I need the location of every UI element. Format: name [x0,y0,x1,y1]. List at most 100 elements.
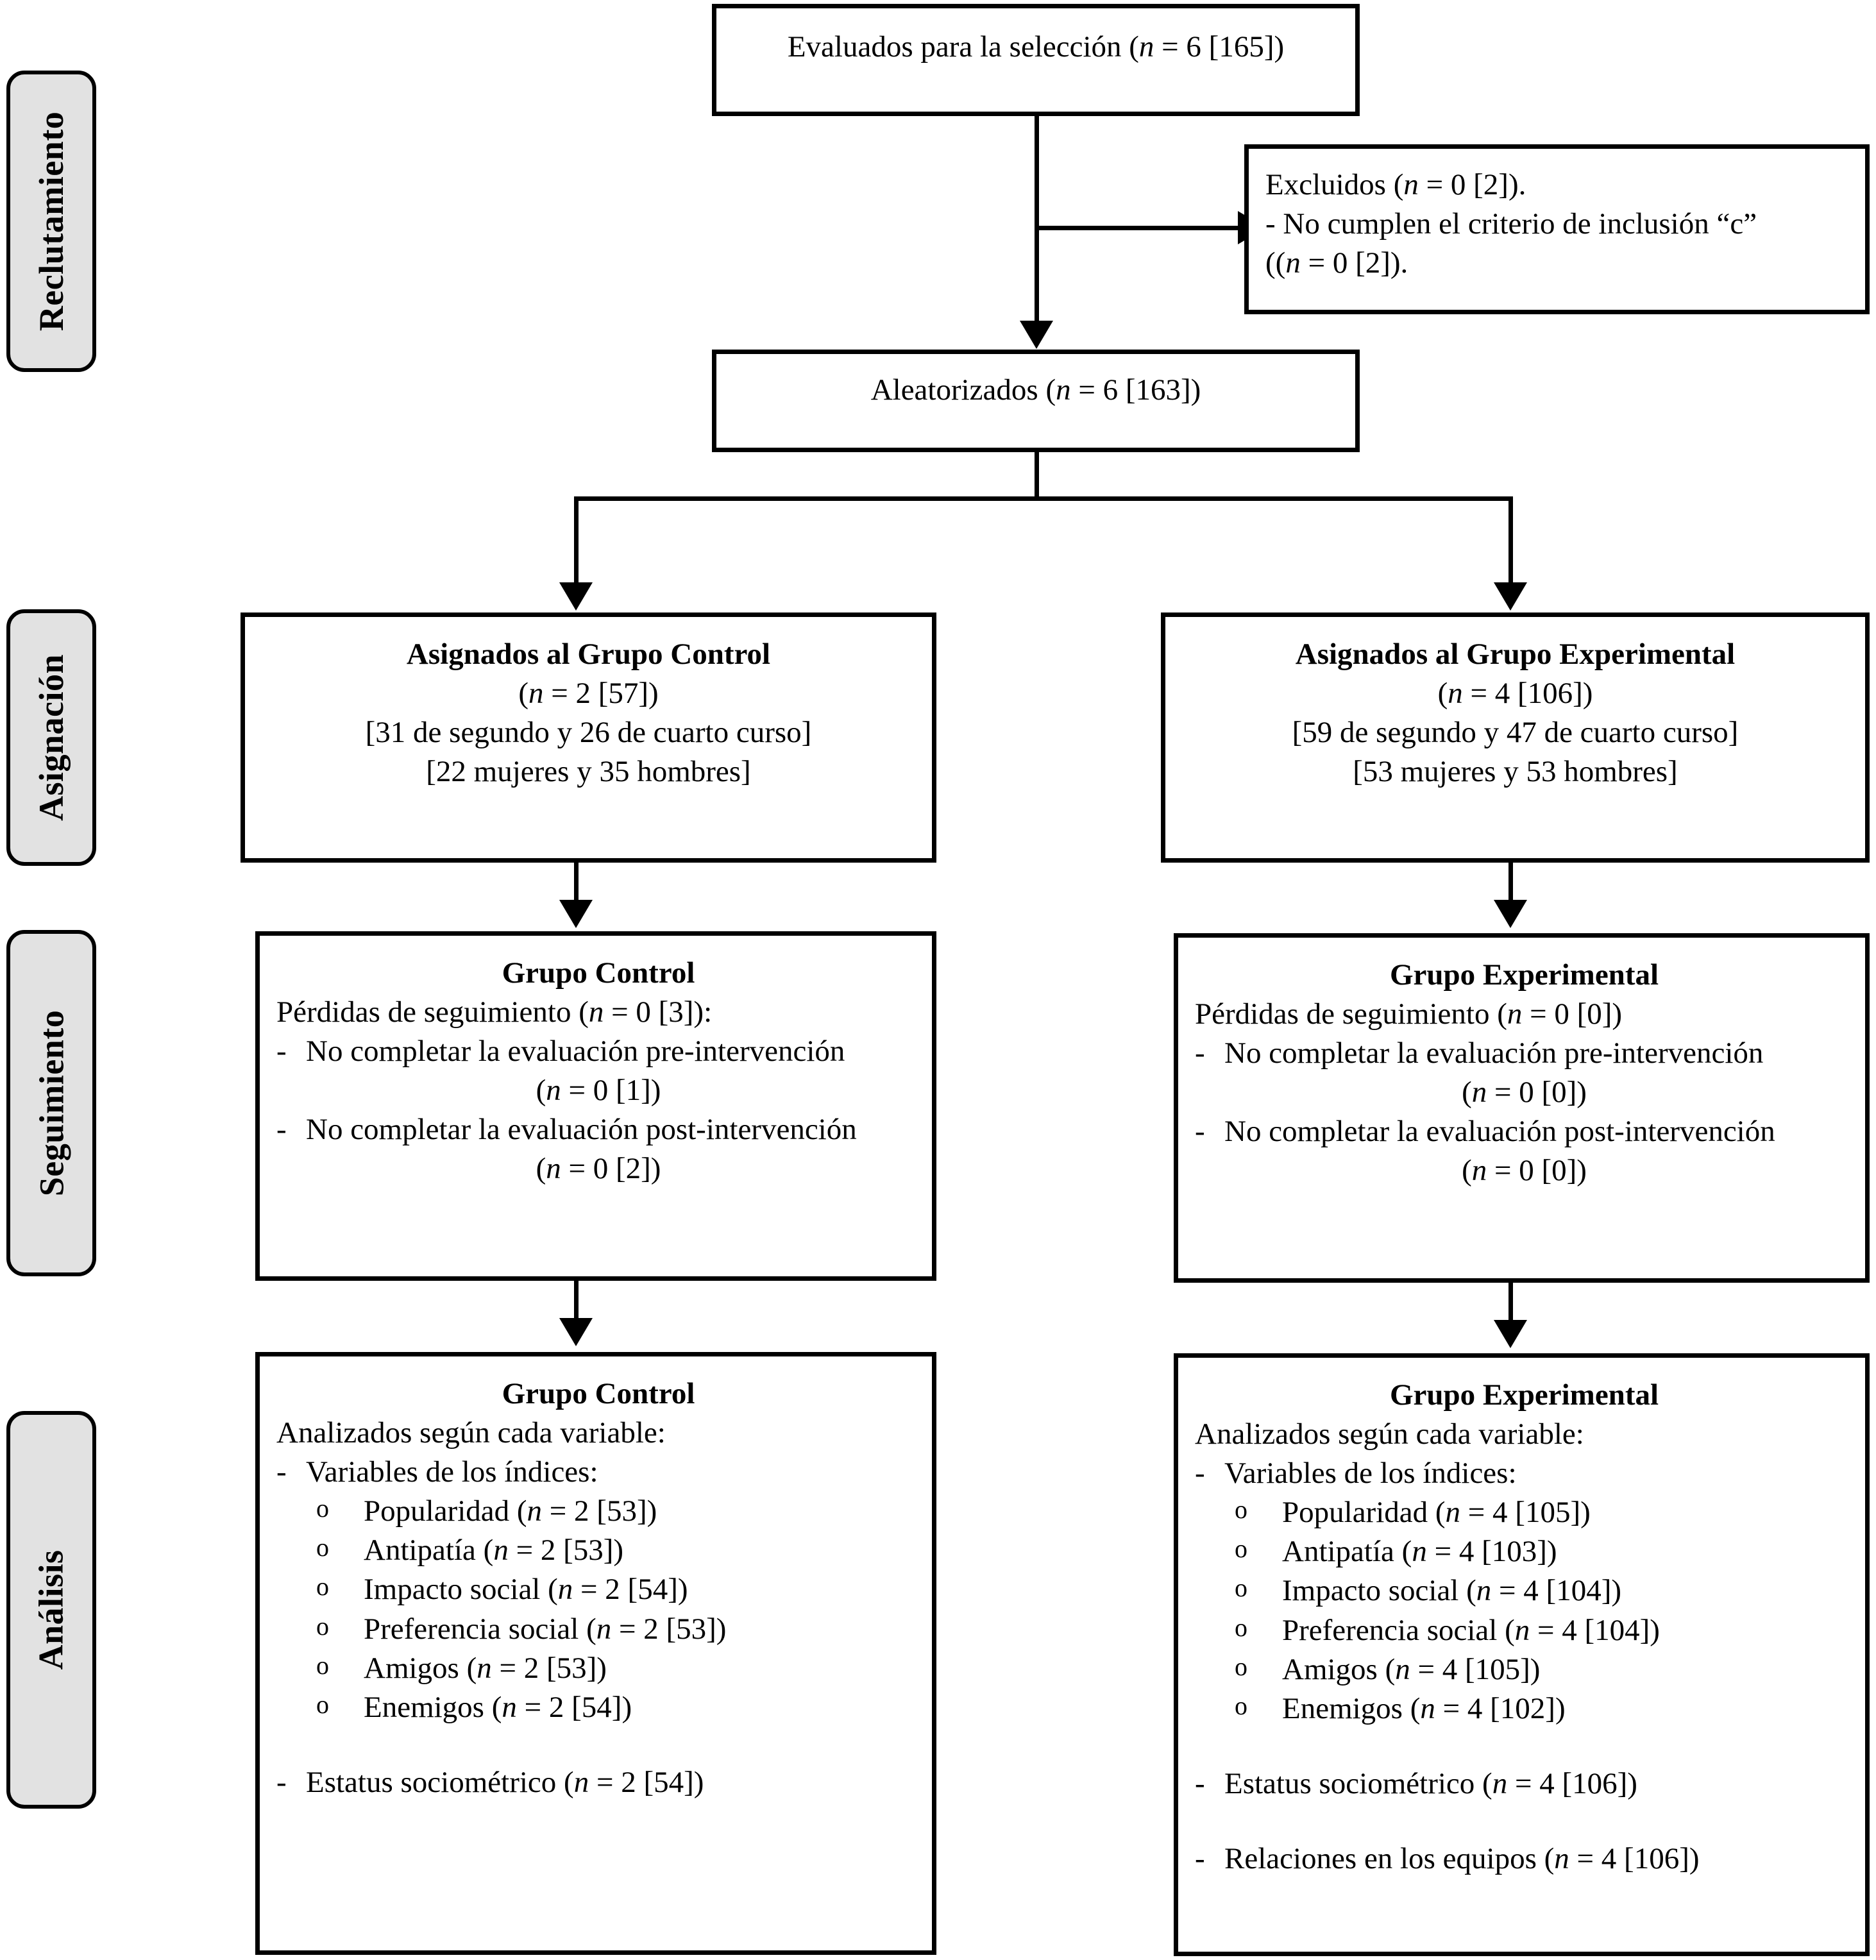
analysis-control-item-text: Impacto social (n = 2 [54]) [364,1573,688,1607]
followup-experimental-item-1: - No completar la evaluación pre-interve… [1195,1034,1854,1073]
allocation-experimental-n: (n = 4 [106]) [1437,677,1593,711]
circle-bullet-icon: o [316,1689,329,1719]
analysis-experimental-title: Grupo Experimental [1389,1378,1659,1412]
dash-marker: - [1195,1766,1205,1800]
followup-control-item-2-text: No completar la evaluación post-interven… [306,1113,857,1147]
connector-experimental-followup-to-analysis [1508,1283,1513,1328]
phase-label-reclutamiento: Reclutamiento [6,71,96,372]
analysis-experimental-item-text: Impacto social (n = 4 [104]) [1282,1574,1621,1608]
excluded-line-3: ((n = 0 [2]). [1265,246,1408,280]
analysis-control-item: o Impacto social (n = 2 [54]) [276,1570,920,1609]
connector-randomized-stem [1035,452,1039,501]
analysis-control-title: Grupo Control [502,1377,695,1410]
analysis-control-extra-1: - Estatus sociométrico (n = 2 [54]) [276,1763,920,1802]
allocation-control-courses: [31 de segundo y 26 de cuarto curso] [365,716,812,750]
analysis-experimental-intro: Analizados según cada variable: [1195,1417,1584,1451]
circle-bullet-icon: o [316,1494,329,1523]
analysis-experimental-item-text: Antipatía (n = 4 [103]) [1282,1535,1557,1569]
circle-bullet-icon: o [1235,1691,1247,1720]
arrowhead-down-experimental-followup [1494,900,1527,928]
phase-label-text: Asignación [32,654,71,822]
allocation-experimental-title: Asignados al Grupo Experimental [1295,638,1736,671]
circle-bullet-icon: o [1235,1652,1247,1681]
analysis-control-extra-1-text: Estatus sociométrico (n = 2 [54]) [306,1765,704,1799]
phase-label-analisis: Análisis [6,1411,96,1809]
dash-marker: - [1195,1457,1205,1491]
phase-label-text: Reclutamiento [32,111,71,332]
arrowhead-down-experimental-allocation [1494,582,1527,611]
dash-marker: - [276,1765,287,1799]
box-evaluados-seleccion: Evaluados para la selección (n = 6 [165]… [712,4,1360,116]
randomized-text: Aleatorizados (n = 6 [163]) [870,373,1201,407]
phase-label-text: Seguimiento [32,1010,71,1197]
allocation-control-n: (n = 2 [57]) [518,677,659,711]
analysis-control-item-text: Amigos (n = 2 [53]) [364,1651,607,1685]
analysis-experimental-item: o Preferencia social (n = 4 [104]) [1195,1611,1854,1650]
connector-randomized-split [576,496,1512,501]
dash-marker: - [1195,1115,1205,1149]
connector-experimental-allocation-to-followup [1508,863,1513,908]
analysis-control-item-text: Popularidad (n = 2 [53]) [364,1494,657,1528]
analysis-control-section-text: Variables de los índices: [306,1455,598,1489]
analysis-control-item: o Preferencia social (n = 2 [53]) [276,1610,920,1649]
dash-marker: - [1195,1841,1205,1875]
allocation-control-title: Asignados al Grupo Control [406,638,771,671]
connector-control-followup-to-analysis [574,1281,579,1326]
followup-control-item-1-text: No completar la evaluación pre-intervenc… [306,1035,845,1069]
arrowhead-down-control-allocation [559,582,593,611]
circle-bullet-icon: o [1235,1573,1247,1603]
followup-experimental-item-1-text: No completar la evaluación pre-intervenc… [1224,1036,1764,1070]
box-asignados-grupo-control: Asignados al Grupo Control (n = 2 [57]) … [241,612,936,863]
phase-label-asignacion: Asignación [6,609,96,866]
analysis-control-section: - Variables de los índices: [276,1453,920,1492]
excluded-line-1: Excluidos (n = 0 [2]). [1265,168,1526,201]
analysis-control-item: o Enemigos (n = 2 [54]) [276,1688,920,1727]
followup-experimental-item-2-text: No completar la evaluación post-interven… [1224,1115,1775,1149]
analysis-experimental-item: o Impacto social (n = 4 [104]) [1195,1571,1854,1610]
followup-control-item-1: - No completar la evaluación pre-interve… [276,1032,920,1071]
box-excluidos: Excluidos (n = 0 [2]). - No cumplen el c… [1244,144,1870,314]
analysis-experimental-extra-1-text: Estatus sociométrico (n = 4 [106]) [1224,1766,1637,1800]
analysis-control-item: o Antipatía (n = 2 [53]) [276,1531,920,1570]
followup-control-item-2: - No completar la evaluación post-interv… [276,1110,920,1149]
analysis-experimental-extra-2: - Relaciones en los equipos (n = 4 [106]… [1195,1839,1854,1879]
excluded-line-2: - No cumplen el criterio de inclusión “c… [1265,207,1757,241]
dash-marker: - [1195,1036,1205,1070]
analysis-experimental-item: o Enemigos (n = 4 [102]) [1195,1689,1854,1728]
circle-bullet-icon: o [1235,1495,1247,1525]
followup-experimental-losses: Pérdidas de seguimiento (n = 0 [0]) [1195,997,1623,1031]
analysis-control-item: o Amigos (n = 2 [53]) [276,1649,920,1688]
analysis-experimental-extra-2-text: Relaciones en los equipos (n = 4 [106]) [1224,1841,1700,1875]
box-aleatorizados: Aleatorizados (n = 6 [163]) [712,350,1360,452]
arrowhead-down-experimental-analysis [1494,1320,1527,1348]
arrowhead-down-control-analysis [559,1318,593,1346]
allocation-control-gender: [22 mujeres y 35 hombres] [426,755,751,789]
circle-bullet-icon: o [316,1572,329,1601]
analysis-control-item-text: Enemigos (n = 2 [54]) [364,1690,632,1724]
phase-label-text: Análisis [32,1550,71,1670]
arrowhead-down-control-followup [559,900,593,928]
analysis-experimental-item-text: Amigos (n = 4 [105]) [1282,1652,1541,1686]
connector-screened-to-randomized [1035,116,1039,325]
arrowhead-down-randomized [1020,321,1053,349]
circle-bullet-icon: o [1235,1612,1247,1642]
connector-control-allocation-to-followup [574,863,579,908]
analysis-experimental-section: - Variables de los índices: [1195,1454,1854,1493]
analysis-experimental-item: o Antipatía (n = 4 [103]) [1195,1532,1854,1571]
followup-experimental-item-2: - No completar la evaluación post-interv… [1195,1112,1854,1151]
screened-text: Evaluados para la selección (n = 6 [165]… [787,30,1285,63]
followup-experimental-item-2-n: (n = 0 [0]) [1462,1154,1587,1188]
phase-label-seguimiento: Seguimiento [6,930,96,1276]
box-analisis-grupo-experimental: Grupo Experimental Analizados según cada… [1174,1353,1870,1956]
box-asignados-grupo-experimental: Asignados al Grupo Experimental (n = 4 [… [1161,612,1870,863]
followup-experimental-item-1-n: (n = 0 [0]) [1462,1076,1587,1110]
box-seguimiento-grupo-experimental: Grupo Experimental Pérdidas de seguimien… [1174,933,1870,1283]
connector-to-excluded [1035,226,1243,230]
dash-marker: - [276,1035,287,1069]
connector-split-left [574,496,579,586]
dash-marker: - [276,1113,287,1147]
followup-control-item-1-n: (n = 0 [1]) [536,1074,661,1108]
allocation-experimental-gender: [53 mujeres y 53 hombres] [1353,755,1678,789]
spacer [1195,1728,1854,1764]
